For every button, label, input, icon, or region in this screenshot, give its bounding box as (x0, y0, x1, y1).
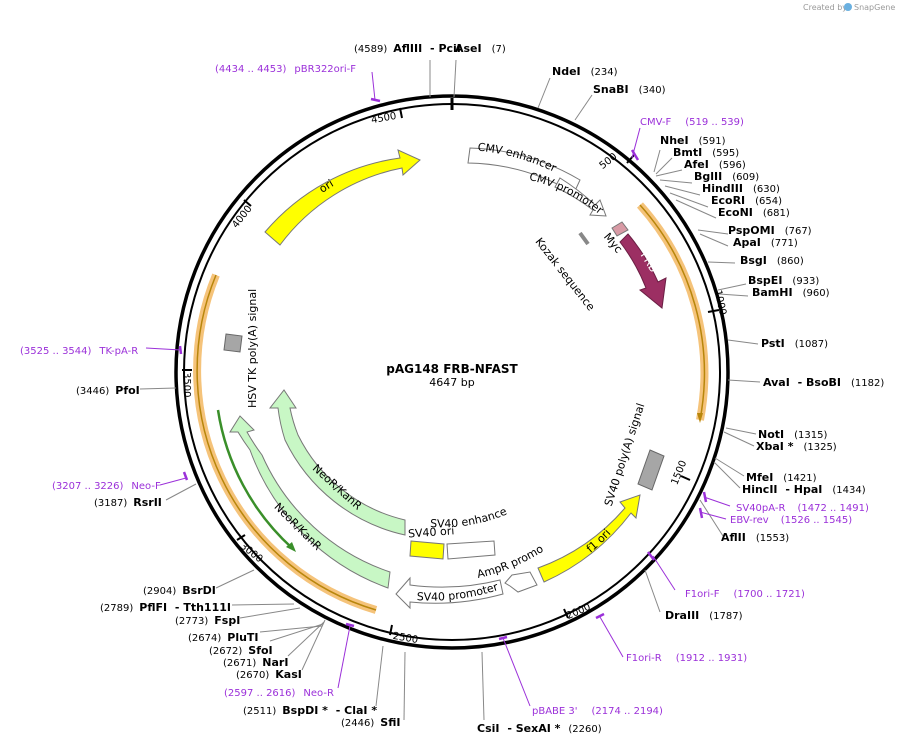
tick-label: 2500 (392, 631, 419, 646)
sv40-polya-label: SV40 poly(A) signal (602, 402, 648, 508)
primer-pbr322ori-f: (4434 .. 4453)pBR322ori-F (215, 64, 356, 75)
sv40-ori-feature (409, 540, 445, 560)
site-xbaI: XbaI *(1325) (756, 440, 837, 453)
site-pstI: PstI(1087) (761, 337, 828, 350)
site-bsrDI: (2904)BsrDI (143, 584, 216, 597)
myc-feature (611, 221, 629, 237)
neor-kanr-feature-2 (229, 415, 391, 589)
snapgene-icon (844, 3, 852, 11)
sv40-promoter-feature (395, 576, 504, 610)
backbone-outer (174, 94, 730, 650)
hsv-tk-feature (223, 333, 243, 353)
site-bspEI: BspEI(933) (748, 274, 819, 287)
primers: (4434 .. 4453)pBR322ori-F CMV-F(519 .. 5… (20, 64, 869, 717)
orf-line-green (216, 409, 293, 549)
site-leader-lines (139, 59, 761, 721)
site-bsgI: BsgI(860) (740, 254, 804, 267)
site-aseI: AseI(7) (455, 42, 506, 55)
f1-ori-feature (537, 494, 641, 583)
site-aflII: AflII(1553) (721, 531, 789, 544)
tick-label: 500 (598, 151, 620, 171)
primer-ebv-rev: EBV-rev(1526 .. 1545) (730, 515, 852, 526)
credit-brand: SnapGene (854, 3, 895, 12)
site-notI: NotI(1315) (758, 428, 827, 441)
tick-label: 1500 (670, 459, 690, 487)
site-hindIII: HindIII(630) (702, 182, 780, 195)
frb-feature (619, 233, 667, 309)
site-ecoRI: EcoRI(654) (711, 194, 782, 207)
primer-f1ori-f: F1ori-F(1700 .. 1721) (685, 589, 805, 600)
site-bamHI: BamHI(960) (752, 286, 830, 299)
site-fspI: (2773)FspI (175, 614, 240, 627)
site-narI: (2671)NarI (223, 656, 288, 669)
primer-sv40pa-r: SV40pA-R(1472 .. 1491) (736, 503, 869, 514)
site-ecoNI: EcoNI(681) (718, 206, 790, 219)
plasmid-size: 4647 bp (429, 376, 474, 389)
sv40-polya-feature (637, 449, 665, 491)
site-sfoI: (2672)SfoI (209, 644, 273, 657)
credit-text: Created by (803, 3, 847, 12)
kozak-label: Kozak sequence (532, 235, 597, 313)
hsv-tk-label: HSV TK poly(A) signal (246, 289, 259, 408)
site-bmtI: BmtI(595) (673, 146, 739, 159)
site-pspOMI: PspOMI(767) (728, 224, 812, 237)
site-bspDI-claI: (2511)BspDI * - ClaI * (243, 704, 377, 717)
orf-green-arrowhead (286, 542, 296, 552)
site-snaBI: SnaBI(340) (593, 83, 666, 96)
site-pluTI: (2674)PluTI (188, 631, 259, 644)
sv40-promoter-label: SV40 promoter (417, 580, 501, 603)
primer-neo-f: (3207 .. 3226)Neo-F (52, 481, 161, 492)
site-csiI-sexAI: CsiI - SexAI *(2260) (477, 722, 602, 735)
tick-label: 3500 (181, 372, 192, 397)
credit-logo: Created by SnapGene (803, 3, 895, 12)
ori-feature (264, 149, 421, 246)
site-nheI: NheI(591) (660, 134, 726, 147)
site-kasI: (2670)KasI (236, 668, 302, 681)
site-sfiI: (2446)SfiI (341, 716, 400, 729)
primer-tk-pa-r: (3525 .. 3544)TK-pA-R (20, 346, 138, 357)
site-apaI: ApaI(771) (733, 236, 798, 249)
neor-kanr-feature-1 (268, 389, 406, 536)
orf-arrowhead (697, 413, 703, 423)
restriction-sites: (4589)AflIII - PciI AseI(7) NdeI(234) Sn… (76, 42, 884, 735)
primer-f1ori-r: F1ori-R(1912 .. 1931) (626, 653, 747, 664)
site-aflIII-pciI: (4589)AflIII - PciI (354, 42, 461, 55)
primer-cmv-f: CMV-F(519 .. 539) (640, 117, 744, 128)
primer-leader-lines (145, 71, 731, 707)
site-afeI: AfeI(596) (684, 158, 746, 171)
primer-neo-r: (2597 .. 2616)Neo-R (224, 688, 334, 699)
orf-line-right (639, 204, 706, 421)
orf-line-left (196, 274, 377, 611)
kozak-feature (578, 231, 590, 246)
ampr-promoter-feature (504, 571, 538, 593)
site-pfoI: (3446)PfoI (76, 384, 140, 397)
site-pflFI-tth111I: (2789)PflFI - Tth111I (100, 601, 231, 614)
sv40-ori-label: SV40 ori (408, 524, 455, 540)
cmv-promoter-feature (554, 177, 607, 217)
sv40-enhancer-feature (446, 540, 496, 560)
site-mfeI: MfeI(1421) (746, 471, 817, 484)
site-draIII: DraIII(1787) (665, 609, 743, 622)
tick-label: 4500 (370, 111, 397, 126)
site-bglII: BglII(609) (694, 170, 759, 183)
site-ndeI: NdeI(234) (552, 65, 618, 78)
site-avaI-bsoBI: AvaI - BsoBI(1182) (763, 376, 884, 389)
site-hincII-hpaI: HincII - HpaI(1434) (742, 483, 866, 496)
site-rsrII: (3187)RsrII (94, 496, 162, 509)
plasmid-name: pAG148 FRB-NFAST (386, 362, 518, 376)
primer-pbabe3: pBABE 3'(2174 .. 2194) (532, 706, 663, 717)
tick-label: 1000 (712, 289, 728, 316)
neor-kanr-label-2: NeoR/KanR (271, 500, 324, 553)
